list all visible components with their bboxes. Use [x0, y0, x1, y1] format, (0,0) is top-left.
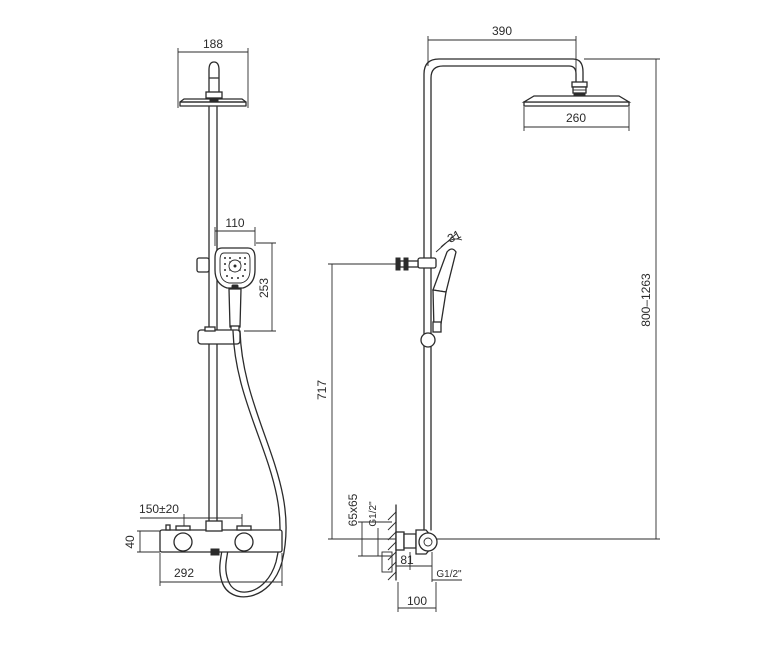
dim-g12-left-label: G1/2": [368, 501, 379, 527]
wall-section: [381, 504, 397, 581]
nozzle-dots: [224, 257, 246, 279]
dim-292: 292: [159, 553, 283, 586]
dim-717-label: 717: [315, 380, 329, 400]
dim-81-label: 81: [400, 553, 414, 567]
dim-800-1263: 800–1263: [432, 58, 660, 540]
side-view: 390 260 800–1263: [315, 24, 660, 612]
riser-front: [208, 106, 218, 523]
rain-head-front: [179, 61, 247, 107]
thermostatic-mixer-side: [366, 529, 438, 555]
dim-150-label: 150±20: [139, 502, 179, 516]
dim-31-label: 31: [445, 227, 464, 246]
dim-40: 40: [123, 530, 160, 553]
dim-40-label: 40: [123, 535, 137, 549]
front-view: 188 110 253: [123, 37, 287, 598]
dim-800-1263-label: 800–1263: [639, 273, 653, 327]
dim-g12-right: G1/2": [431, 552, 462, 582]
dim-65x65: 65x65: [346, 493, 392, 557]
hand-holder-side: [395, 257, 437, 271]
hand-shower-side: [420, 248, 457, 348]
slide-bracket-front: [197, 326, 241, 345]
rain-head-side: [521, 81, 632, 107]
dim-100: 100: [397, 582, 437, 612]
dim-292-label: 292: [174, 566, 194, 580]
dim-390: 390: [427, 24, 577, 92]
dim-188: 188: [177, 37, 249, 108]
hose-front: [219, 330, 287, 598]
dim-g12-left: G1/2": [368, 501, 379, 556]
dim-100-label: 100: [407, 594, 427, 608]
dim-65x65-label: 65x65: [346, 493, 360, 526]
dim-81: 81: [396, 552, 432, 570]
dim-260: 260: [523, 107, 630, 131]
riser-side: [423, 58, 584, 531]
dim-g12-right-label: G1/2": [436, 569, 462, 580]
dim-717: 717: [315, 263, 424, 540]
dim-253-label: 253: [257, 278, 271, 298]
dim-110: 110: [214, 216, 256, 246]
dim-31: 31: [435, 227, 464, 253]
thermostatic-mixer-front: [159, 520, 283, 556]
hand-shower-front: [196, 247, 256, 332]
dim-110-label: 110: [225, 216, 244, 230]
dim-253: 253: [244, 242, 276, 332]
dim-390-label: 390: [492, 24, 512, 38]
dim-260-label: 260: [566, 111, 586, 125]
dim-188-label: 188: [203, 37, 223, 51]
